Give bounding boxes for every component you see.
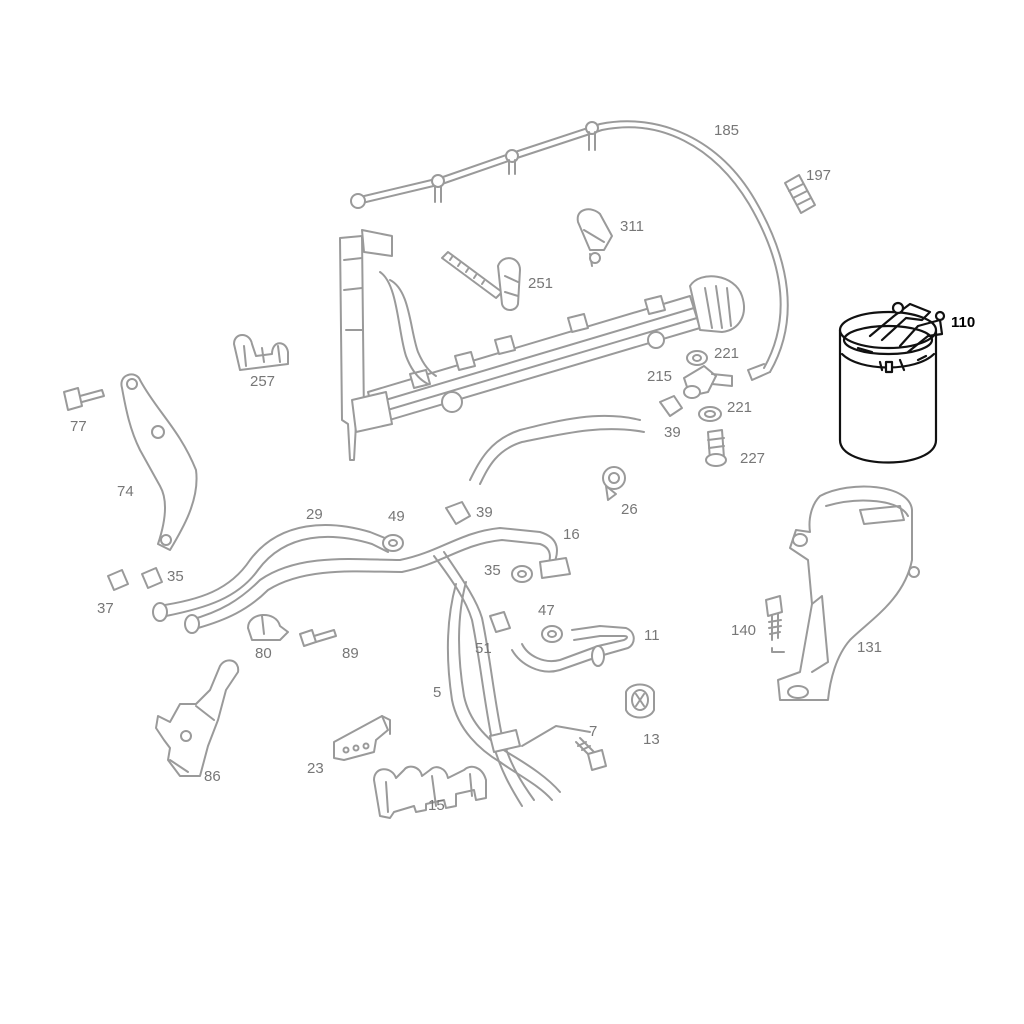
label-5: 5: [433, 684, 442, 701]
hose-11: [511, 625, 635, 673]
washer-221-lower: [698, 406, 722, 422]
label-11: 11: [644, 627, 660, 644]
clip-35-right: [511, 565, 533, 583]
label-227: 227: [740, 450, 766, 467]
label-80: 80: [255, 645, 272, 662]
fuel-return-line: [350, 120, 789, 381]
label-7: 7: [589, 723, 598, 740]
clamp-47: [541, 625, 563, 643]
label-89: 89: [342, 645, 359, 662]
label-39-upper: 39: [664, 424, 681, 441]
clamp-39-upper: [659, 395, 683, 417]
label-35-right: 35: [484, 562, 501, 579]
clamp-26: [602, 466, 626, 501]
bolt-7: [575, 737, 607, 771]
label-257: 257: [250, 373, 276, 390]
label-15: 15: [428, 797, 445, 814]
label-185: 185: [714, 122, 740, 139]
label-74: 74: [117, 483, 134, 500]
connector-197: [784, 174, 816, 214]
label-51: 51: [475, 640, 492, 657]
label-35-left: 35: [167, 568, 184, 585]
clip-51: [489, 611, 511, 633]
bracket-74: [120, 373, 198, 551]
label-49: 49: [388, 508, 405, 525]
label-215: 215: [647, 368, 673, 385]
fuel-filter-110: [838, 301, 946, 464]
label-86: 86: [204, 768, 221, 785]
fuel-lines: [152, 524, 571, 634]
clip-set-15: [373, 765, 487, 819]
label-311: 311: [620, 218, 644, 235]
washer-221-upper: [686, 350, 708, 366]
label-23: 23: [307, 760, 324, 777]
clip-80: [247, 614, 289, 641]
label-39-lower: 39: [476, 504, 493, 521]
holder-251: [441, 251, 521, 311]
clamp-39-lower: [445, 501, 471, 525]
fuel-rail: [351, 271, 745, 433]
clip-37: [107, 569, 129, 591]
clip-311: [576, 208, 613, 267]
label-77: 77: [70, 418, 87, 435]
label-131: 131: [857, 639, 883, 656]
label-251: 251: [528, 275, 554, 292]
grommet-13: [625, 683, 655, 719]
filter-bracket-131: [777, 485, 920, 701]
bolt-77: [63, 387, 105, 411]
clip-257: [233, 334, 289, 371]
label-140: 140: [731, 622, 757, 639]
label-47: 47: [538, 602, 555, 619]
bolt-140: [765, 595, 785, 653]
banjo-bolt-227: [705, 429, 727, 467]
bolt-89: [299, 629, 337, 647]
label-29: 29: [306, 506, 323, 523]
bracket-86: [155, 659, 240, 777]
clamp-49: [382, 534, 404, 552]
label-221-upper: 221: [714, 345, 740, 362]
label-13: 13: [643, 731, 660, 748]
fuel-hose: [469, 414, 645, 485]
label-221-lower: 221: [727, 399, 753, 416]
label-16: 16: [563, 526, 580, 543]
clip-35-left: [141, 567, 163, 589]
label-197: 197: [806, 167, 832, 184]
label-110: 110: [951, 314, 976, 331]
fuel-lines-5: [433, 551, 591, 807]
bracket-23: [333, 715, 391, 761]
label-26: 26: [621, 501, 638, 518]
label-37: 37: [97, 600, 114, 617]
banjo-fitting-215: [683, 365, 733, 399]
